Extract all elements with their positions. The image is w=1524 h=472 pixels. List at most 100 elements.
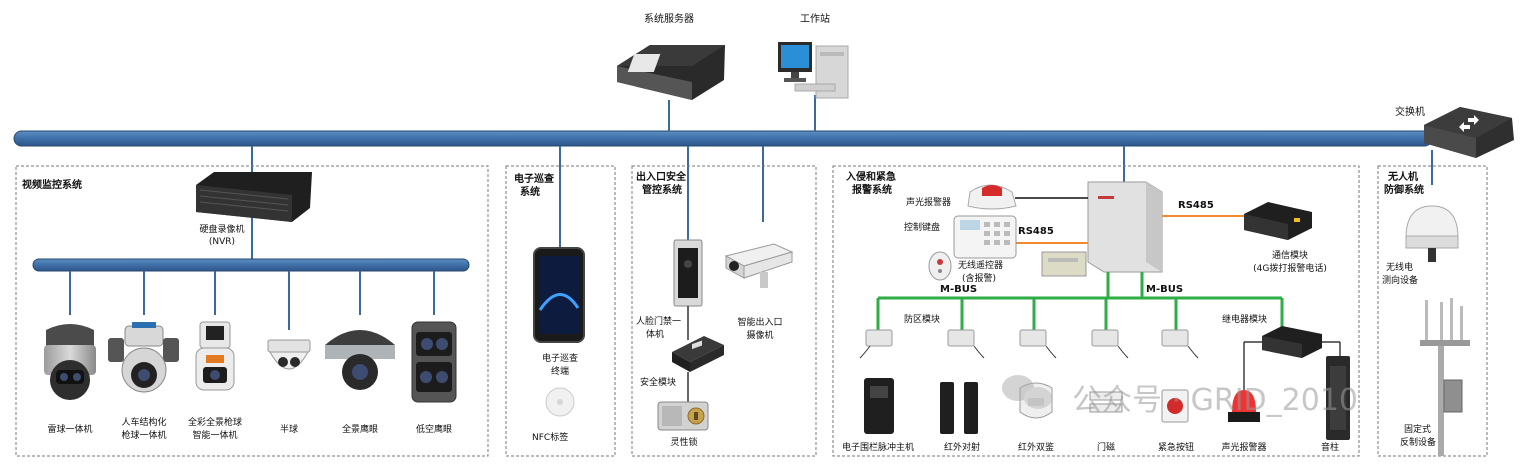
wechat-logo-icon xyxy=(1002,375,1052,409)
structured-ptz-camera-icon xyxy=(108,322,179,393)
access-camera-label-2: 摄像机 xyxy=(746,329,773,341)
siren-icon xyxy=(967,184,1017,210)
keypad-label: 控制键盘 xyxy=(904,221,940,233)
camera-connectors xyxy=(69,271,435,330)
access-title-2: 管控系统 xyxy=(642,183,682,196)
alarm-panel-icon xyxy=(1087,181,1163,273)
nvr-label-1: 硬盘录像机 xyxy=(199,223,244,235)
video-section-frame xyxy=(15,165,489,457)
mbus-drops xyxy=(876,298,1284,330)
patrol-section-frame xyxy=(505,165,616,457)
secmodule-label: 安全模块 xyxy=(640,376,676,388)
nfc-tag-icon xyxy=(545,387,575,417)
control-keypad-icon xyxy=(953,215,1017,259)
intrusion-section-frame xyxy=(832,165,1360,457)
network-switch-icon xyxy=(1424,107,1514,158)
remote-label-2: (含报警) xyxy=(962,272,996,284)
security-module-icon xyxy=(672,336,724,372)
relay-module-icon xyxy=(1262,326,1322,358)
door-label: 门磁 xyxy=(1097,441,1115,453)
video-sub-bus xyxy=(32,258,470,272)
patrol-title-1: 电子巡查 xyxy=(514,172,555,185)
infrared-beam-icon xyxy=(940,382,978,434)
cam3-label-1: 全彩全景枪球 xyxy=(188,416,242,428)
access-camera-label-1: 智能出入口 xyxy=(737,316,782,328)
switch-label: 交换机 xyxy=(1395,105,1425,118)
strobe-siren-icon xyxy=(1228,390,1260,422)
cam2-label-1: 人车结构化 xyxy=(121,416,166,428)
uav-title-1: 无人机 xyxy=(1387,170,1418,183)
comm-label-2: (4G拨打报警电话) xyxy=(1253,262,1327,274)
patrol-terminal-label-2: 终端 xyxy=(551,365,569,377)
video-title: 视频监控系统 xyxy=(22,178,82,191)
ir-dual-label: 红外双鉴 xyxy=(1018,441,1054,453)
face-label-2: 体机 xyxy=(646,328,664,340)
intrusion-title-2: 报警系统 xyxy=(852,183,892,196)
workstation-label: 工作站 xyxy=(800,12,830,25)
intrusion-title-1: 入侵和紧急 xyxy=(846,170,896,183)
speaker-column-icon xyxy=(1326,356,1350,440)
relay-label: 继电器模块 xyxy=(1222,313,1267,325)
detector-label-2: 测向设备 xyxy=(1382,274,1418,286)
access-camera-icon xyxy=(724,243,794,288)
patrol-terminal-icon xyxy=(533,247,585,343)
detector-label-1: 无线电 xyxy=(1386,261,1413,273)
rs485-label-a: RS485 xyxy=(1018,226,1054,237)
jammer-label-2: 反制设备 xyxy=(1400,436,1436,448)
mbus-label-2: M-BUS xyxy=(1146,284,1183,295)
cam6-label: 低空鹰眼 xyxy=(416,423,452,435)
receiver-module-icon xyxy=(1041,251,1087,277)
emergency-button-icon xyxy=(1161,389,1189,423)
access-section-frame xyxy=(631,165,817,457)
siren-label: 声光报警器 xyxy=(906,196,951,208)
nvr-label-2: (NVR) xyxy=(209,237,235,247)
radio-direction-finder-icon xyxy=(1405,205,1459,262)
alarm-label: 声光报警器 xyxy=(1221,441,1266,453)
zone-module-icons xyxy=(859,329,1199,359)
button-label: 紧急按钮 xyxy=(1158,441,1194,453)
panoramic-eagle-eye-camera-icon xyxy=(325,330,395,390)
access-title-1: 出入口安全 xyxy=(636,170,687,183)
cam3-label-2: 智能一体机 xyxy=(192,429,237,441)
electric-lock-icon xyxy=(657,401,709,431)
ir-beam-label: 红外对射 xyxy=(944,441,980,453)
cam5-label: 全景鹰眼 xyxy=(342,423,378,435)
main-network-bus xyxy=(13,130,1433,147)
watermark-text: 公众号 · GRID_2010 xyxy=(1072,383,1358,418)
radar-ptz-camera-icon xyxy=(44,324,96,400)
cam1-label: 雷球一体机 xyxy=(47,423,92,435)
remote-label-1: 无线遥控器 xyxy=(958,259,1003,271)
zone-module-label: 防区模块 xyxy=(904,313,940,325)
bus-connectors xyxy=(251,95,1433,262)
uav-title-2: 防御系统 xyxy=(1384,183,1424,196)
section-frames xyxy=(15,165,1488,457)
wireless-remote-icon xyxy=(928,251,952,281)
cam4-label: 半球 xyxy=(280,423,298,435)
nvr-icon xyxy=(196,172,312,222)
rs485-label-b: RS485 xyxy=(1178,200,1214,211)
system-server-icon xyxy=(617,45,725,100)
electric-fence-host-icon xyxy=(864,378,894,434)
fence-label: 电子围栏脉冲主机 xyxy=(842,441,914,453)
patrol-title-2: 系统 xyxy=(520,185,540,198)
uav-section-frame xyxy=(1377,165,1488,457)
door-magnet-icon xyxy=(1089,391,1123,413)
fixed-jammer-icon xyxy=(1420,298,1470,456)
face-label-1: 人脸门禁一 xyxy=(636,315,681,327)
speaker-label: 音柱 xyxy=(1321,441,1339,453)
patrol-terminal-label-1: 电子巡查 xyxy=(542,352,578,364)
workstation-icon xyxy=(778,42,849,99)
cam2-label-2: 枪球一体机 xyxy=(121,429,166,441)
mbus-label-1: M-BUS xyxy=(940,284,977,295)
nfc-label: NFC标签 xyxy=(532,431,568,443)
server-label: 系统服务器 xyxy=(644,12,694,25)
comm-label-1: 通信模块 xyxy=(1272,249,1308,261)
lock-label: 灵性锁 xyxy=(670,436,697,448)
dome-camera-icon xyxy=(267,339,311,370)
low-altitude-eagle-eye-camera-icon xyxy=(411,321,457,403)
face-access-terminal-icon xyxy=(673,239,703,307)
communication-module-icon xyxy=(1244,202,1312,240)
jammer-label-1: 固定式 xyxy=(1404,423,1431,435)
full-color-panoramic-camera-icon xyxy=(195,321,235,391)
